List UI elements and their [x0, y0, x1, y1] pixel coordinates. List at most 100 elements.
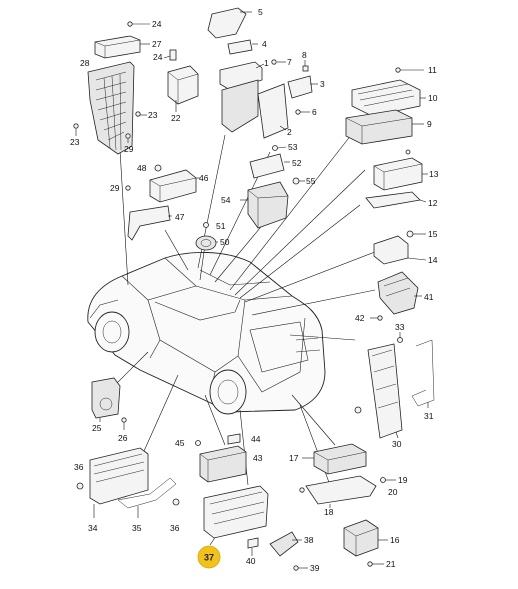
bracket-31 [411, 339, 435, 408]
nut-45 [195, 440, 201, 446]
module-9 [345, 109, 424, 145]
callout-37-badge[interactable] [197, 545, 221, 569]
nut-19 [380, 477, 396, 483]
bolt-29 [125, 133, 131, 143]
label-9: 9 [427, 119, 432, 129]
bolt-21 [367, 561, 384, 567]
label-47: 47 [175, 212, 185, 222]
label-36: 36 [74, 462, 84, 472]
speaker-50 [195, 235, 218, 251]
bracket-24b [163, 49, 177, 61]
bracket-47 [127, 205, 172, 241]
module-37 [203, 485, 269, 539]
callout-37[interactable]: 37 [197, 545, 221, 569]
nut-53 [272, 145, 287, 151]
label-53: 53 [288, 142, 298, 152]
module-54 [240, 181, 289, 229]
label-16: 16 [390, 535, 400, 545]
label-10: 10 [428, 93, 438, 103]
nut-36 [76, 482, 180, 506]
callout-37-label: 37 [204, 553, 214, 563]
bolt-26 [121, 417, 127, 430]
label-20: 20 [388, 487, 398, 497]
label-29: 29 [124, 144, 134, 154]
label-44: 44 [251, 434, 261, 444]
label-34: 34 [88, 523, 98, 533]
sensor-38 [269, 531, 302, 557]
label-26: 26 [118, 433, 128, 443]
module-46 [149, 169, 200, 203]
label-38: 38 [304, 535, 314, 545]
nut-44 [227, 433, 241, 445]
module-43 [199, 445, 247, 483]
module-1 [219, 61, 265, 133]
label-17: 17 [289, 453, 299, 463]
module-25 [91, 377, 121, 422]
module-14 [373, 235, 427, 265]
label-46: 46 [199, 173, 209, 183]
bolt-20 [299, 487, 305, 493]
label-3: 3 [320, 79, 325, 89]
module-16 [343, 519, 388, 557]
bolt-7 [271, 59, 286, 65]
label-18: 18 [324, 507, 334, 517]
label-41: 41 [424, 292, 434, 302]
label-23b: 23 [70, 137, 80, 147]
bracket-3 [287, 75, 318, 99]
nut-15 [406, 230, 426, 238]
label-11: 11 [428, 65, 437, 75]
bolt-39 [293, 565, 308, 571]
label-31: 31 [424, 411, 434, 421]
label-51: 51 [216, 221, 226, 231]
bracket-2 [257, 83, 289, 139]
part-number-labels: 5 24 27 4 8 24 28 1 7 11 3 10 23 22 6 9 … [70, 7, 439, 573]
label-7: 7 [287, 57, 292, 67]
label-2: 2 [287, 127, 292, 137]
label-12: 12 [428, 198, 438, 208]
bracket-18 [305, 475, 377, 508]
nut-55 [292, 177, 305, 185]
bolt-11 [395, 67, 424, 73]
bolt-29b [125, 185, 131, 191]
label-28: 28 [80, 58, 90, 68]
label-39: 39 [310, 563, 320, 573]
module-10 [351, 79, 426, 117]
label-24: 24 [152, 19, 162, 29]
label-14: 14 [428, 255, 438, 265]
label-8: 8 [302, 50, 307, 60]
label-55: 55 [306, 176, 316, 186]
label-48: 48 [137, 163, 147, 173]
module-13 [373, 149, 428, 191]
label-45: 45 [175, 438, 185, 448]
nut-33 [397, 332, 403, 343]
label-24b: 24 [153, 52, 163, 62]
label-50: 50 [220, 237, 230, 247]
bracket-35 [117, 477, 177, 518]
label-36b: 36 [170, 523, 180, 533]
label-5: 5 [258, 7, 263, 17]
plate-12 [365, 191, 427, 209]
label-33: 33 [395, 322, 405, 332]
label-54: 54 [221, 195, 231, 205]
label-40: 40 [246, 556, 256, 566]
label-42: 42 [355, 313, 365, 323]
label-19: 19 [398, 475, 408, 485]
label-25: 25 [92, 423, 102, 433]
label-43: 43 [253, 453, 263, 463]
module-30 [367, 343, 403, 439]
label-23: 23 [148, 110, 158, 120]
label-13: 13 [429, 169, 439, 179]
label-52: 52 [292, 158, 302, 168]
label-22: 22 [171, 113, 181, 123]
clip-40 [247, 537, 259, 556]
bolt-24 [127, 21, 150, 27]
label-30: 30 [392, 439, 402, 449]
label-4: 4 [262, 39, 267, 49]
module-27 [94, 35, 150, 59]
nut-51 [203, 222, 209, 228]
module-41 [377, 271, 422, 315]
label-6: 6 [312, 107, 317, 117]
bracket-28 [87, 61, 135, 155]
